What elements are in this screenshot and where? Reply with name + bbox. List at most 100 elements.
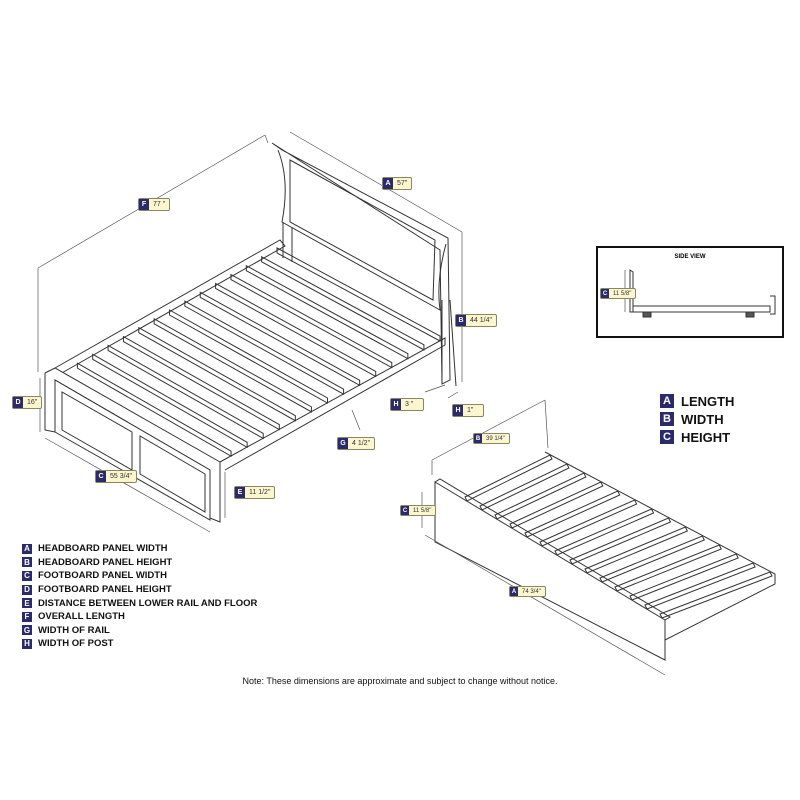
dimension-value: 57" bbox=[397, 180, 408, 187]
trundle-slat bbox=[584, 526, 689, 574]
dimension-legend: A HEADBOARD PANEL WIDTH B HEADBOARD PANEL … bbox=[22, 542, 257, 651]
dimension-value: 74 3/4" bbox=[522, 588, 541, 595]
dimension-letter: E bbox=[235, 487, 245, 498]
dimension-tag-rail-floor: E 11 1/2" bbox=[234, 486, 276, 499]
trundle-slat bbox=[554, 508, 655, 556]
trundle-dimension-lines bbox=[421, 399, 666, 676]
legend-label: WIDTH OF POST bbox=[38, 638, 114, 650]
footboard bbox=[44, 337, 446, 523]
dimension-tag-footboard-height: D 16" bbox=[12, 396, 43, 409]
legend-label: FOOTBOARD PANEL WIDTH bbox=[38, 570, 167, 582]
legend-item: A HEADBOARD PANEL WIDTH bbox=[22, 542, 257, 556]
dimension-value: 55 3/4" bbox=[110, 473, 132, 480]
dimension-tag-headboard-width: A 57" bbox=[382, 177, 413, 190]
dimension-letter: H bbox=[453, 405, 463, 416]
dimension-value: 4 1/2" bbox=[352, 440, 371, 447]
left-side-rail bbox=[54, 239, 286, 375]
legend-label: DISTANCE BETWEEN LOWER RAIL AND FLOOR bbox=[38, 597, 258, 609]
key-label: HEIGHT bbox=[681, 429, 731, 445]
dimension-value: 39 1/4" bbox=[486, 435, 505, 442]
legend-item: E DISTANCE BETWEEN LOWER RAIL AND FLOOR bbox=[22, 596, 257, 610]
trundle-key: A LENGTH B WIDTH C HEIGHT bbox=[660, 392, 734, 446]
key-label: WIDTH bbox=[681, 411, 724, 427]
legend-letter: A bbox=[22, 543, 32, 554]
trundle-slat bbox=[479, 463, 570, 511]
key-letter: C bbox=[660, 430, 674, 444]
key-item: B WIDTH bbox=[660, 410, 734, 428]
legend-letter: C bbox=[22, 570, 32, 581]
trundle-slat bbox=[629, 553, 739, 601]
legend-letter: F bbox=[22, 611, 32, 622]
trundle-slat bbox=[659, 571, 773, 619]
side-view-height-tag: C 11 5/8" bbox=[600, 288, 637, 299]
legend-item: B HEADBOARD PANEL HEIGHT bbox=[22, 556, 257, 570]
trundle-slat bbox=[539, 499, 638, 547]
trundle-front-panel bbox=[434, 481, 666, 661]
trundle-slat bbox=[494, 472, 587, 520]
trundle-drawing bbox=[434, 451, 776, 661]
trundle-top-edge bbox=[434, 478, 671, 621]
key-item: A LENGTH bbox=[660, 392, 734, 410]
dimension-letter: C bbox=[96, 471, 106, 482]
dimension-letter: B bbox=[456, 315, 466, 326]
dimension-letter: C bbox=[601, 289, 609, 298]
dimension-letter: A bbox=[510, 587, 518, 596]
trundle-tag-height: C 11 5/8" bbox=[400, 505, 437, 516]
key-letter: A bbox=[660, 394, 674, 408]
dimension-letter: D bbox=[13, 397, 23, 408]
trundle-slat bbox=[599, 535, 705, 583]
dimension-value: 1" bbox=[467, 407, 474, 414]
legend-label: HEADBOARD PANEL HEIGHT bbox=[38, 556, 173, 568]
trundle-slat bbox=[464, 454, 553, 502]
legend-item: G WIDTH OF RAIL bbox=[22, 624, 257, 638]
trundle-slat bbox=[509, 481, 604, 529]
dimension-lines bbox=[37, 131, 463, 533]
legend-letter: B bbox=[22, 557, 32, 568]
legend-item: D FOOTBOARD PANEL HEIGHT bbox=[22, 583, 257, 597]
legend-label: OVERALL LENGTH bbox=[38, 611, 125, 623]
disclaimer-note: Note: These dimensions are approximate a… bbox=[242, 676, 558, 686]
dimension-value: 44 1/4" bbox=[470, 317, 492, 324]
dimension-value: 11 5/8" bbox=[613, 290, 632, 297]
trundle-tag-width: B 39 1/4" bbox=[473, 433, 510, 444]
dimension-value: 16" bbox=[27, 399, 38, 406]
legend-item: F OVERALL LENGTH bbox=[22, 610, 257, 624]
dimension-value: 11 1/2" bbox=[249, 489, 271, 496]
dimension-tag-footboard-width: C 55 3/4" bbox=[95, 470, 137, 483]
legend-letter: H bbox=[22, 638, 32, 649]
legend-letter: D bbox=[22, 584, 32, 595]
side-view-title: SIDE VIEW bbox=[674, 254, 706, 260]
dimension-letter: F bbox=[139, 199, 149, 210]
key-label: LENGTH bbox=[681, 393, 735, 409]
key-letter: B bbox=[660, 412, 674, 426]
legend-label: WIDTH OF RAIL bbox=[38, 624, 110, 636]
dimension-value: 11 5/8" bbox=[413, 507, 432, 514]
dimension-letter: G bbox=[338, 438, 348, 449]
dimension-letter: C bbox=[401, 506, 409, 515]
legend-letter: G bbox=[22, 625, 32, 636]
trundle-slat bbox=[614, 544, 722, 592]
trundle-far-rail bbox=[544, 451, 776, 641]
headboard bbox=[271, 142, 457, 387]
dimension-letter: B bbox=[474, 434, 482, 443]
dimension-tag-rail-width: G 4 1/2" bbox=[337, 437, 376, 450]
key-item: C HEIGHT bbox=[660, 428, 734, 446]
legend-label: HEADBOARD PANEL WIDTH bbox=[38, 543, 168, 555]
dimension-letter: H bbox=[391, 399, 401, 410]
legend-letter: E bbox=[22, 598, 32, 609]
legend-label: FOOTBOARD PANEL HEIGHT bbox=[38, 584, 172, 596]
dimension-tag-post-width-side: H 3 " bbox=[390, 398, 425, 411]
trundle-slat bbox=[524, 490, 621, 538]
dimension-tag-headboard-height: B 44 1/4" bbox=[455, 314, 497, 327]
trundle-tag-length: A 74 3/4" bbox=[509, 586, 546, 597]
side-view-box: SIDE VIEW C 11 5/8" bbox=[596, 246, 784, 338]
dimension-value: 3 " bbox=[405, 401, 414, 408]
legend-item: C FOOTBOARD PANEL WIDTH bbox=[22, 569, 257, 583]
legend-item: H WIDTH OF POST bbox=[22, 637, 257, 651]
trundle-slat bbox=[569, 517, 672, 565]
trundle-slat bbox=[644, 562, 756, 610]
dimension-letter: A bbox=[383, 178, 393, 189]
